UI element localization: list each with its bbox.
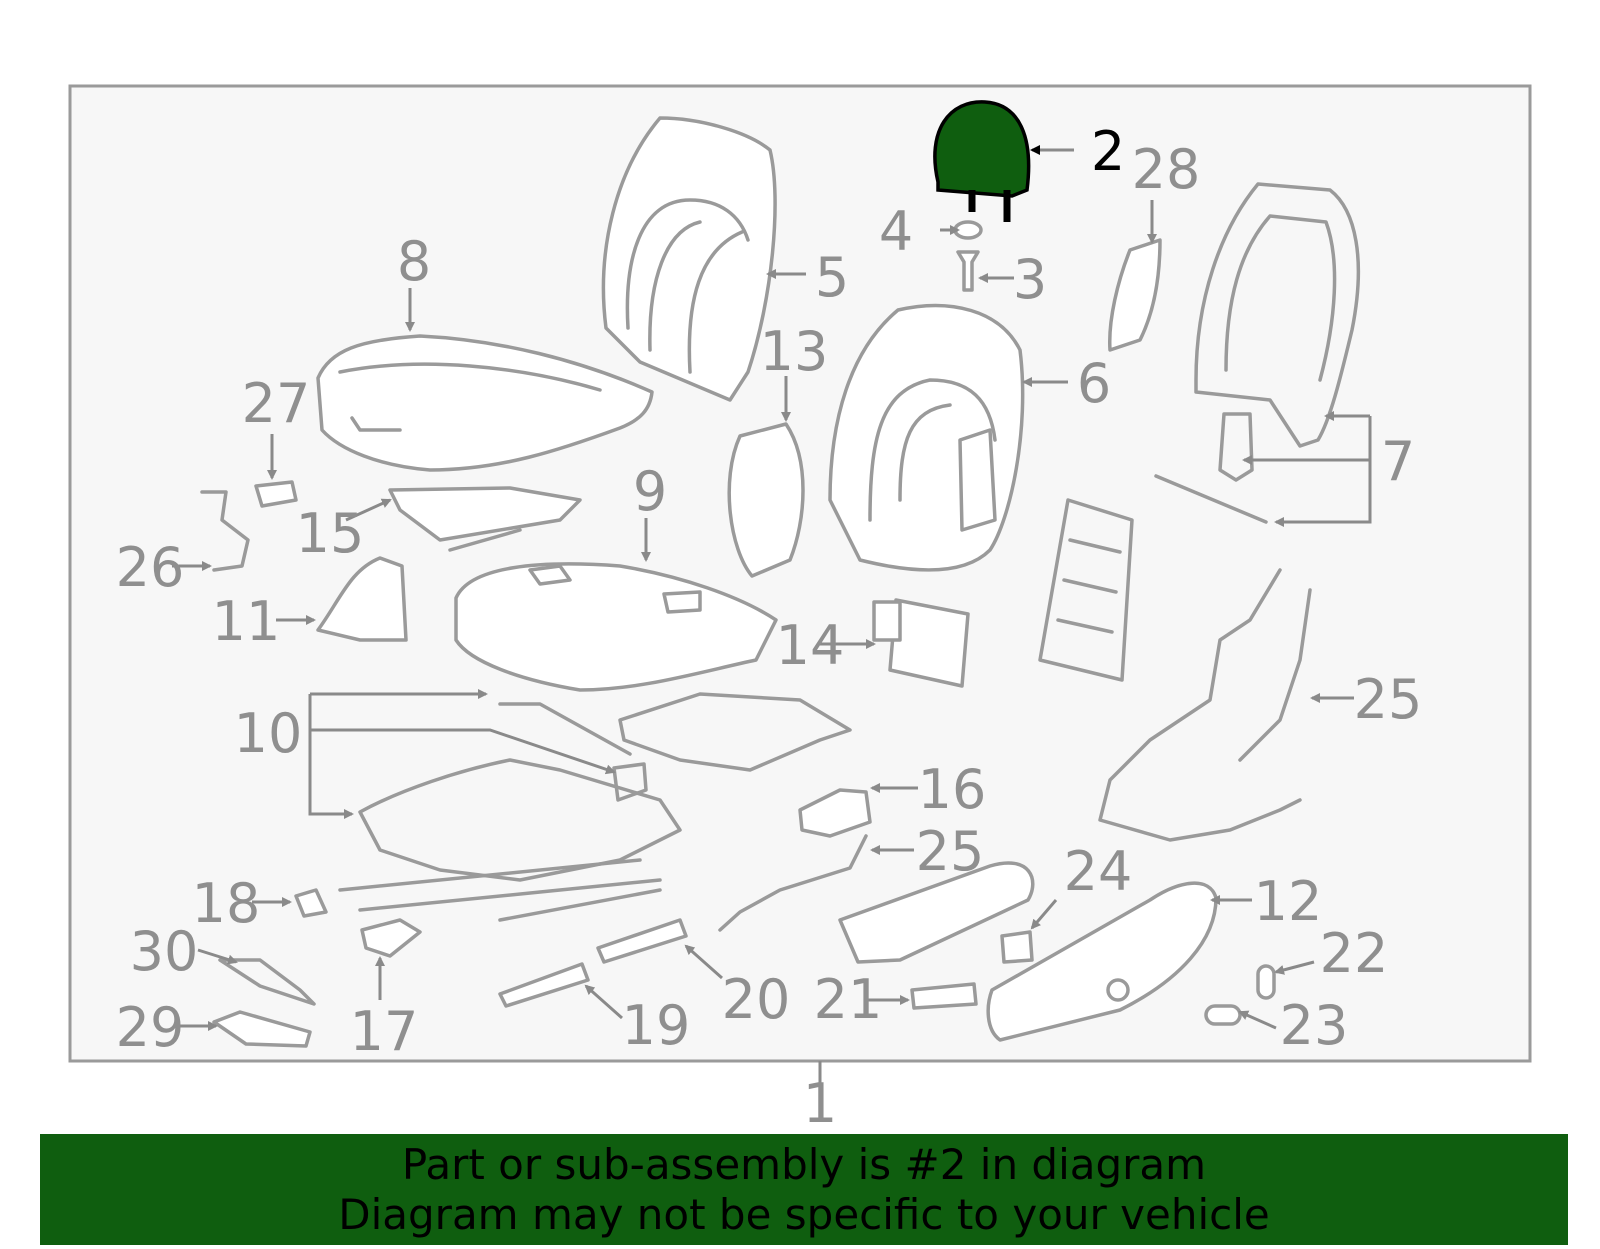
part-24-knob[interactable] bbox=[1000, 930, 1034, 964]
part-23-cap[interactable] bbox=[1204, 1004, 1242, 1026]
part-6-seat-back-pad[interactable] bbox=[828, 303, 1025, 572]
callout-30[interactable]: 30 bbox=[130, 920, 199, 983]
callout-11[interactable]: 11 bbox=[212, 590, 281, 653]
callout-25-lower[interactable]: 25 bbox=[916, 820, 985, 883]
part-8-seat-cushion-cover[interactable] bbox=[316, 334, 654, 472]
callout-13[interactable]: 13 bbox=[760, 320, 829, 383]
banner-line-2: Diagram may not be specific to your vehi… bbox=[338, 1190, 1270, 1239]
callout-labels: 1 2 3 4 5 6 7 8 9 10 11 12 13 14 15 16 1… bbox=[116, 120, 1423, 1135]
callout-7[interactable]: 7 bbox=[1381, 430, 1415, 493]
info-banner: Part or sub-assembly is #2 in diagram Di… bbox=[40, 1134, 1568, 1245]
callout-8[interactable]: 8 bbox=[397, 230, 431, 293]
part-29-cover[interactable] bbox=[212, 1010, 312, 1048]
part-18-clip[interactable] bbox=[294, 888, 328, 918]
part-21-switch[interactable] bbox=[910, 982, 978, 1010]
callout-5[interactable]: 5 bbox=[815, 246, 849, 309]
callout-20[interactable]: 20 bbox=[722, 968, 791, 1031]
callout-22[interactable]: 22 bbox=[1320, 922, 1389, 985]
part-14-module[interactable] bbox=[872, 598, 970, 688]
part-15-sensor-mat[interactable] bbox=[388, 486, 582, 552]
part-13-side-bolster[interactable] bbox=[727, 422, 805, 578]
part-2-headrest[interactable] bbox=[933, 100, 1031, 222]
part-30-bracket[interactable] bbox=[218, 958, 316, 1006]
part-25-cable-lower[interactable] bbox=[718, 834, 868, 932]
part-4-guide[interactable] bbox=[953, 220, 983, 240]
callout-12[interactable]: 12 bbox=[1254, 870, 1323, 933]
leader-lines bbox=[172, 145, 1372, 1031]
callout-16[interactable]: 16 bbox=[918, 758, 987, 821]
part-inner-shield bbox=[838, 861, 1035, 964]
callout-29[interactable]: 29 bbox=[116, 996, 185, 1059]
part-27-clip[interactable] bbox=[254, 480, 298, 508]
callout-24[interactable]: 24 bbox=[1064, 840, 1133, 903]
callout-28[interactable]: 28 bbox=[1132, 138, 1201, 201]
part-seat-pan bbox=[618, 692, 852, 772]
callout-1[interactable]: 1 bbox=[803, 1072, 837, 1135]
part-26-harness[interactable] bbox=[200, 490, 250, 572]
part-10-seat-track[interactable] bbox=[338, 702, 682, 922]
part-17-bracket[interactable] bbox=[360, 918, 422, 958]
part-19-trim[interactable] bbox=[498, 962, 590, 1008]
part-20-trim[interactable] bbox=[596, 918, 688, 964]
part-12-side-shield[interactable] bbox=[986, 881, 1218, 1042]
callout-15[interactable]: 15 bbox=[296, 502, 365, 565]
part-11-cover[interactable] bbox=[316, 556, 408, 642]
callout-4[interactable]: 4 bbox=[879, 200, 913, 263]
callout-25-upper[interactable]: 25 bbox=[1354, 668, 1423, 731]
callout-19[interactable]: 19 bbox=[622, 994, 691, 1057]
callout-6[interactable]: 6 bbox=[1077, 352, 1111, 415]
callout-3[interactable]: 3 bbox=[1013, 248, 1047, 311]
callout-21[interactable]: 21 bbox=[814, 968, 883, 1031]
banner-line-1: Part or sub-assembly is #2 in diagram bbox=[401, 1140, 1207, 1189]
callout-2[interactable]: 2 bbox=[1091, 120, 1125, 183]
part-22-cap[interactable] bbox=[1256, 964, 1276, 1000]
callout-26[interactable]: 26 bbox=[116, 536, 185, 599]
part-25-harness-upper[interactable] bbox=[1098, 568, 1312, 842]
callout-23[interactable]: 23 bbox=[1280, 994, 1349, 1057]
part-9-seat-cushion-pad[interactable] bbox=[454, 562, 778, 692]
part-5-seat-back-cover[interactable] bbox=[601, 116, 777, 402]
callout-10[interactable]: 10 bbox=[234, 702, 303, 765]
part-3-bolt[interactable] bbox=[956, 250, 980, 292]
callout-17[interactable]: 17 bbox=[350, 1000, 419, 1063]
callout-27[interactable]: 27 bbox=[242, 372, 311, 435]
callout-14[interactable]: 14 bbox=[776, 614, 845, 677]
callout-9[interactable]: 9 bbox=[633, 460, 667, 523]
part-spring-grid bbox=[1038, 498, 1134, 682]
part-16-motor[interactable] bbox=[798, 788, 872, 838]
callout-18[interactable]: 18 bbox=[192, 872, 261, 935]
part-28-trim-panel[interactable] bbox=[1107, 238, 1162, 352]
